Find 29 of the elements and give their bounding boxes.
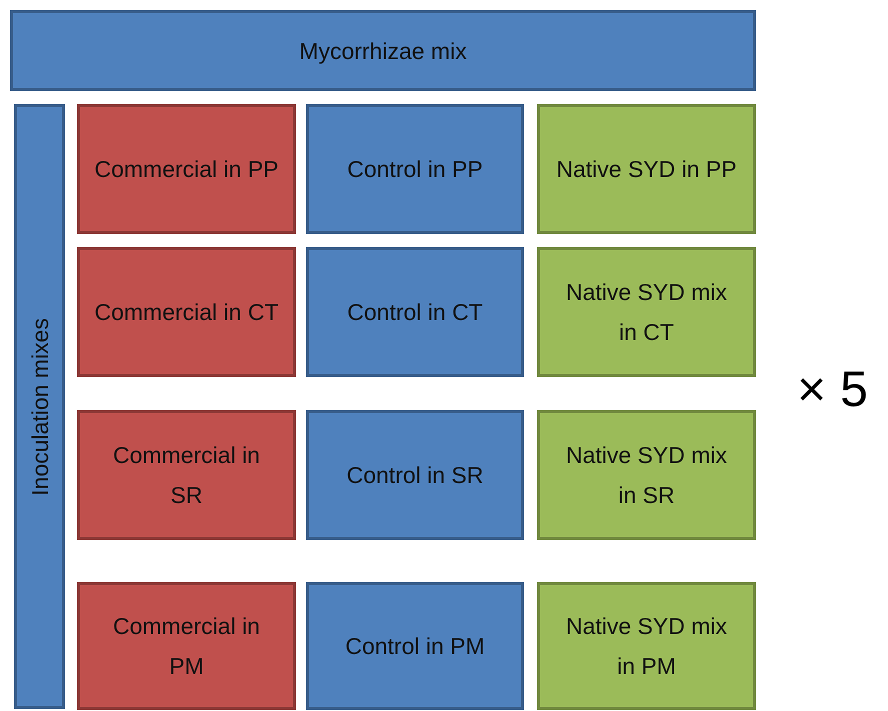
multiplier-label: × 5 (797, 360, 868, 418)
box-label: Control in PM (344, 632, 486, 661)
box-label: Control in CT (346, 298, 484, 327)
treatment-box (306, 104, 524, 234)
treatment-box (77, 247, 296, 377)
treatment-box (537, 247, 756, 377)
treatment-box (77, 582, 296, 710)
box-label: Native SYD mix in CT (564, 278, 728, 347)
box-label: Mycorrhizae mix (298, 36, 468, 66)
treatment-box (537, 582, 756, 710)
box-label: Commercial in PM (112, 612, 261, 681)
box-label: Commercial in SR (112, 441, 261, 510)
treatment-box (537, 104, 756, 234)
vertical-band (14, 104, 65, 709)
treatment-box (77, 104, 296, 234)
header-bar (10, 10, 756, 91)
treatment-box (537, 410, 756, 540)
box-label: Native SYD mix in PM (564, 612, 728, 681)
treatment-box (77, 410, 296, 540)
treatment-box (306, 410, 524, 540)
box-label: Control in SR (346, 461, 484, 490)
treatment-box (306, 582, 524, 710)
box-label: Inoculation mixes (26, 318, 54, 496)
box-label: Commercial in CT (93, 298, 280, 327)
box-label: Control in PP (346, 155, 484, 184)
box-label: Native SYD in PP (555, 155, 738, 184)
box-label: Native SYD mix in SR (564, 441, 728, 510)
box-label: Commercial in PP (93, 155, 280, 184)
treatment-box (306, 247, 524, 377)
